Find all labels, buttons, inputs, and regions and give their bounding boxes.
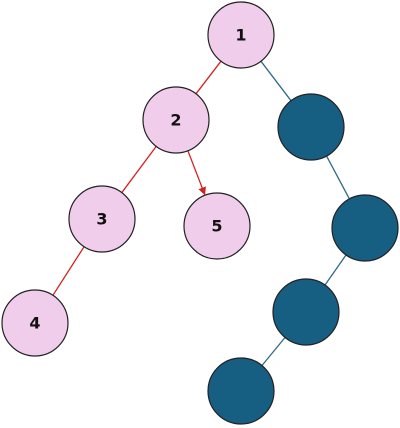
tree-node-n2: 2 xyxy=(142,86,210,154)
node-circle-n2 xyxy=(142,86,210,154)
node-circle-n1 xyxy=(207,1,275,69)
tree-node-r2 xyxy=(331,194,399,262)
tree-node-n4: 4 xyxy=(1,289,69,357)
node-circle-r1 xyxy=(277,93,345,161)
edge-r1-r2 xyxy=(326,155,350,200)
node-label-n3: 3 xyxy=(96,210,107,229)
node-circle-n5 xyxy=(183,192,251,260)
tree-node-n1: 1 xyxy=(207,1,275,69)
node-circle-r4 xyxy=(207,357,275,425)
node-circle-r2 xyxy=(331,194,399,262)
edge-r3-r4 xyxy=(261,337,286,366)
node-label-n5: 5 xyxy=(211,217,222,236)
tree-node-n3: 3 xyxy=(68,185,136,253)
tree-node-r3 xyxy=(272,278,340,346)
tree-node-r1 xyxy=(277,93,345,161)
tree-node-r4 xyxy=(207,357,275,425)
edge-n2-n3 xyxy=(121,146,157,193)
node-label-n1: 1 xyxy=(235,26,246,45)
edges-layer xyxy=(52,60,350,366)
edge-r2-r3 xyxy=(324,254,347,286)
edge-n1-n2 xyxy=(195,60,222,95)
node-label-n2: 2 xyxy=(170,111,181,130)
node-circle-n3 xyxy=(68,185,136,253)
edge-n3-n4 xyxy=(52,246,85,296)
tree-node-n5: 5 xyxy=(183,192,251,260)
node-circle-n4 xyxy=(1,289,69,357)
edge-n2-n5 xyxy=(187,150,206,196)
node-circle-r3 xyxy=(272,278,340,346)
node-label-n4: 4 xyxy=(29,314,40,333)
edge-n1-r1 xyxy=(260,60,292,102)
